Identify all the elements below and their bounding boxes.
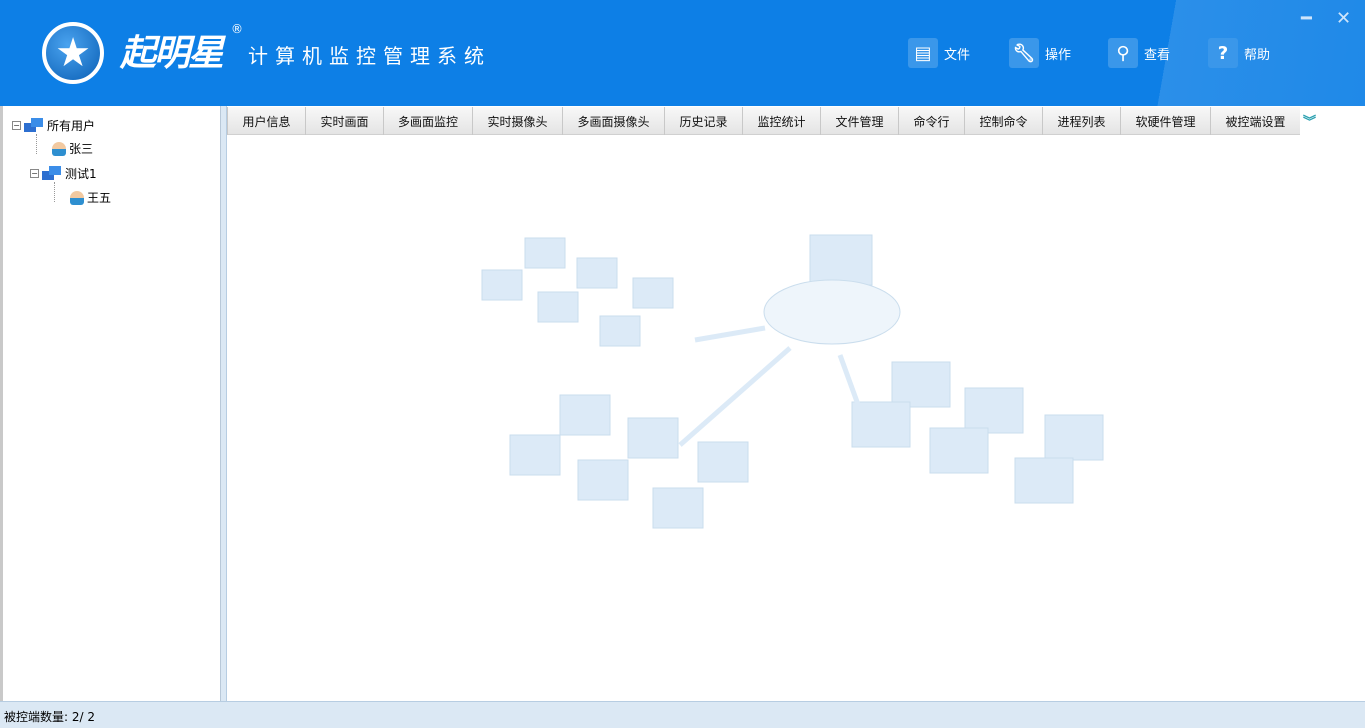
menu-help[interactable]: ? 帮助 xyxy=(1208,38,1270,68)
folder-icon: ▤ xyxy=(908,38,938,68)
tree-node-all-users[interactable]: − 所有用户 xyxy=(12,117,95,134)
tab-multi-camera[interactable]: 多画面摄像头 xyxy=(562,107,664,135)
tree-node-user[interactable]: 王五 xyxy=(70,189,111,206)
tab-live-screen[interactable]: 实时画面 xyxy=(305,107,383,135)
registered-mark: ® xyxy=(231,22,243,36)
menu-label: 帮助 xyxy=(1244,47,1271,63)
menu-label: 操作 xyxy=(1045,47,1072,63)
brand-logo: 起明星 xyxy=(120,33,224,74)
app-subtitle: 计算机监控管理系统 xyxy=(248,44,491,68)
node-label: 所有用户 xyxy=(47,119,96,133)
node-label: 张三 xyxy=(69,142,94,156)
close-button[interactable]: ✕ xyxy=(1336,8,1352,29)
menu-label: 查看 xyxy=(1144,47,1171,63)
splitter[interactable] xyxy=(221,106,227,701)
client-count-label: 被控端数量: xyxy=(4,710,69,724)
status-bar: 被控端数量: 2/ 2 xyxy=(0,701,1365,728)
collapse-icon[interactable]: − xyxy=(12,121,21,130)
star-logo-icon: ★ xyxy=(42,22,104,84)
tab-hardware-software[interactable]: 软硬件管理 xyxy=(1120,107,1210,135)
menu-label: 文件 xyxy=(944,47,971,63)
more-tabs-chevron-icon[interactable]: ︾ xyxy=(1303,115,1317,130)
menu-operate[interactable]: 🔧︎ 操作 xyxy=(1009,38,1071,68)
tab-multi-screen[interactable]: 多画面监控 xyxy=(383,107,472,135)
tab-history[interactable]: 历史记录 xyxy=(664,107,742,135)
minimize-button[interactable]: ━ xyxy=(1301,8,1312,29)
tree-node-user[interactable]: 张三 xyxy=(52,140,93,157)
menu-view[interactable]: ⚲ 查看 xyxy=(1108,38,1170,68)
node-label: 王五 xyxy=(87,191,112,205)
tab-process-list[interactable]: 进程列表 xyxy=(1042,107,1120,135)
network-illustration xyxy=(481,234,1104,529)
tab-command-line[interactable]: 命令行 xyxy=(898,107,964,135)
tree-node-group[interactable]: − 测试1 xyxy=(30,165,97,182)
tab-control-commands[interactable]: 控制命令 xyxy=(964,107,1042,135)
function-tabs: 用户信息 实时画面 多画面监控 实时摄像头 多画面摄像头 历史记录 监控统计 文… xyxy=(227,107,1300,135)
node-label: 测试1 xyxy=(65,167,97,181)
user-icon xyxy=(52,141,66,156)
tab-live-camera[interactable]: 实时摄像头 xyxy=(472,107,562,135)
tab-statistics[interactable]: 监控统计 xyxy=(742,107,820,135)
tab-user-info[interactable]: 用户信息 xyxy=(227,107,305,135)
help-icon: ? xyxy=(1208,38,1238,68)
title-bar: ★ 起明星 ® 计算机监控管理系统 ▤ 文件 🔧︎ 操作 ⚲ 查看 ? 帮助 ━ ✕ xyxy=(0,0,1365,106)
collapse-icon[interactable]: − xyxy=(30,169,39,178)
computer-group-icon xyxy=(24,117,44,134)
tab-client-settings[interactable]: 被控端设置 xyxy=(1210,107,1300,135)
search-icon: ⚲ xyxy=(1108,38,1138,68)
user-icon xyxy=(70,190,84,205)
user-tree: − 所有用户 张三 − 测试1 王五 xyxy=(0,106,221,701)
menu-file[interactable]: ▤ 文件 xyxy=(908,38,970,68)
client-count-value: 2/ 2 xyxy=(71,710,96,724)
wrench-icon: 🔧︎ xyxy=(1009,38,1039,68)
computer-group-icon xyxy=(42,165,62,182)
tab-file-manager[interactable]: 文件管理 xyxy=(820,107,898,135)
